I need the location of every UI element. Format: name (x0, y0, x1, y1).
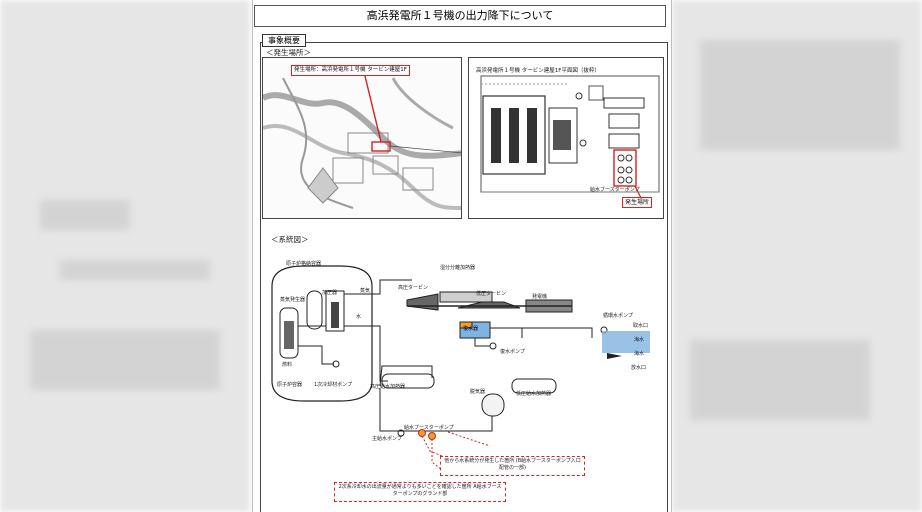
booster-pump-caption: 給水ブースターポンプ (590, 186, 640, 193)
leak-callout: 他から水系統分が発生した箇所 (B給水ブースターポンプ入口配管の一部) (440, 456, 585, 476)
label-lp-turbine: 低圧タービン (476, 290, 506, 297)
label-feed-pump: 主給水ポンプ (372, 435, 402, 442)
site-map-drawing (263, 58, 462, 219)
label-generator: 発電機 (532, 293, 547, 300)
ghost-block (60, 260, 210, 280)
label-steam: 蒸気 (360, 287, 370, 294)
label-intake: 取水口 (633, 322, 648, 329)
label-condenser: 復水器 (463, 325, 478, 332)
ghost-block (690, 340, 870, 420)
page-title: 高浜発電所１号機の出力降下について (254, 5, 666, 27)
system-heading: ＜系統図＞ (271, 234, 309, 245)
label-outfall: 放水口 (631, 364, 646, 371)
label-booster-pump: 給水ブースターポンプ (404, 424, 454, 431)
label-containment: 原子炉格納容器 (286, 260, 321, 267)
label-deaerator: 脱気器 (470, 388, 485, 395)
label-hp-heater: 高圧給水加熱器 (370, 383, 405, 390)
label-water: 水 (356, 313, 361, 320)
ghost-block (40, 200, 130, 230)
label-seawater-2: 海水 (634, 350, 644, 357)
label-lp-heater: 低圧給水加熱器 (516, 390, 551, 397)
floor-plan-title: 高浜発電所１号機 タービン建屋1F平面図（抜粋） (476, 66, 600, 74)
label-coolant-pump: 1次冷却材ポンプ (314, 381, 352, 388)
label-moisture-separator: 湿分分離加熱器 (440, 264, 475, 271)
location-callout: 発生場所：高浜発電所１号機 タービン建屋1F (291, 65, 410, 76)
label-circ-pump: 循環水ポンプ (603, 312, 633, 319)
floor-plan-drawing (469, 58, 664, 219)
label-steam-generator: 蒸気発生器 (280, 296, 305, 303)
ghost-block (700, 40, 900, 150)
location-tag: 発生場所 (622, 197, 652, 208)
site-map-panel (262, 57, 462, 219)
label-pressurizer: 加圧器 (322, 289, 337, 296)
section-tag: 事象概要 (262, 34, 306, 47)
floor-plan-panel (468, 57, 664, 219)
label-condensate-pump: 復水ポンプ (500, 348, 525, 355)
label-fuel: 燃料 (282, 361, 292, 368)
label-hp-turbine: 高圧タービン (398, 284, 428, 291)
label-reactor-vessel: 原子炉容器 (277, 381, 302, 388)
label-seawater-1: 海水 (634, 336, 644, 343)
ghost-block (30, 330, 220, 390)
flow-callout: 2次系冷却水の出流量が通常よりも多いことを確認した箇所 A給水ブースターポンプの… (334, 482, 506, 502)
background-left (0, 0, 250, 512)
